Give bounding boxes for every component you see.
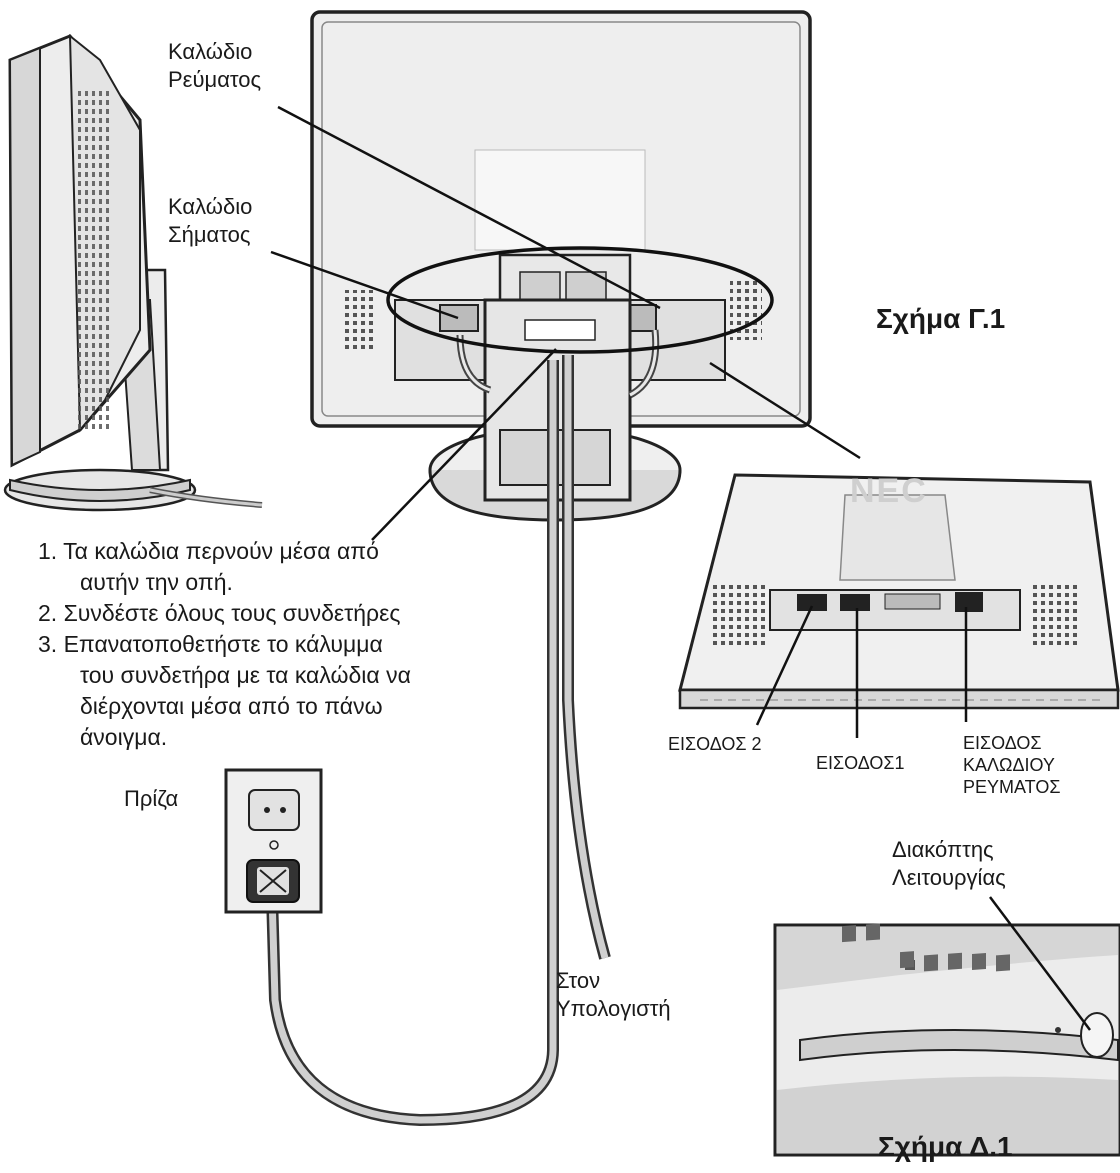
step-1: 1. Τα καλώδια περνούν μέσα από: [38, 536, 411, 567]
power-switch-label: Διακόπτης Λειτουργίας: [892, 836, 1006, 892]
wall-outlet: [226, 770, 321, 912]
input1-label: ΕΙΣΟΔΟΣ1: [816, 752, 905, 774]
power-cable-label: Καλώδιο Ρεύματος: [168, 38, 261, 94]
side-view-monitor: [5, 36, 262, 510]
outlet-label: Πρίζα: [124, 785, 178, 813]
control-panel-closeup: [775, 923, 1120, 1155]
step-3-cont-3: άνοιγμα.: [38, 722, 411, 753]
nec-logo: NEC: [850, 477, 928, 505]
signal-cable-label: Καλώδιο Σήματος: [168, 193, 252, 249]
power-input-label: ΕΙΣΟΔΟΣ ΚΑΛΩΔΙΟΥ ΡΕΥΜΑΤΟΣ: [963, 732, 1060, 798]
figure-c1-caption: Σχήμα Γ.1: [876, 303, 1005, 335]
instruction-steps: 1. Τα καλώδια περνούν μέσα από αυτήν την…: [38, 536, 411, 753]
step-3: 3. Επανατοποθετήστε το κάλυμμα: [38, 629, 411, 660]
step-1-cont: αυτήν την οπή.: [38, 567, 411, 598]
step-2: 2. Συνδέστε όλους τους συνδετήρες: [38, 598, 411, 629]
to-computer-label: Στον Υπολογιστή: [556, 967, 671, 1023]
step-3-cont-2: διέρχονται μέσα από το πάνω: [38, 691, 411, 722]
input2-label: ΕΙΣΟΔΟΣ 2: [668, 733, 762, 755]
step-3-cont-1: του συνδετήρα με τα καλώδια να: [38, 660, 411, 691]
figure-d1-caption: Σχήμα Δ.1: [878, 1131, 1013, 1163]
